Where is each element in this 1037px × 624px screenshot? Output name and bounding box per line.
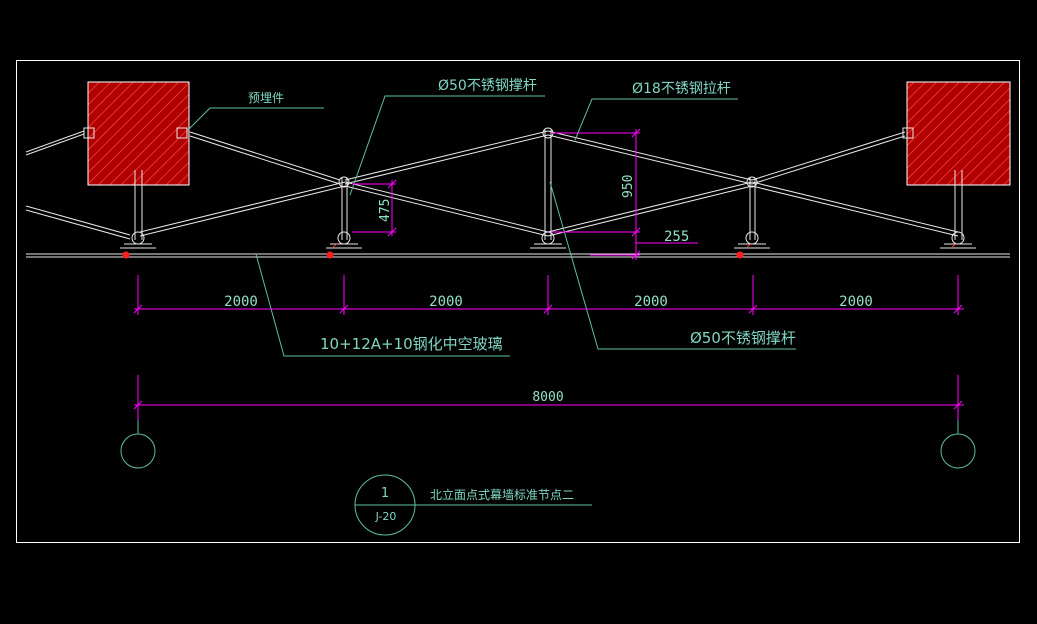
glass-panel-line [26,253,1010,258]
dim-bay-1: 2000 [224,294,258,310]
detail-marker: 1 J-20 [354,474,416,536]
dim-strut-950: 950 [621,175,636,198]
spider-fittings [120,243,976,259]
dim-bay-3: 2000 [634,294,668,310]
drawing-frame [16,60,1020,543]
dim-bay-4: 2000 [839,294,873,310]
axis-bubbles [120,420,976,469]
leader-lines [187,95,796,506]
dimension-lines [133,128,964,420]
label-glass-spec: 10+12A+10钢化中空玻璃 [320,335,503,353]
struts [134,130,963,240]
label-tie-rod: Ø18不锈钢拉杆 [632,81,731,97]
dim-strut-475: 475 [378,199,393,222]
tie-rods [25,130,959,240]
label-strut-top: Ø50不锈钢撑杆 [438,78,537,94]
dim-total: 8000 [532,390,563,405]
label-strut-bottom: Ø50不锈钢撑杆 [690,329,796,347]
dim-offset-255: 255 [664,229,689,245]
detail-sheet: J-20 [375,510,397,523]
connector-nodes [83,127,965,245]
detail-number: 1 [381,486,389,501]
concrete-wall-right [906,81,1011,186]
drawing-title: 北立面点式幕墙标准节点二 [430,487,574,502]
dim-bay-2: 2000 [429,294,463,310]
label-embedded-part: 预埋件 [248,91,284,105]
concrete-wall-left [87,81,190,186]
